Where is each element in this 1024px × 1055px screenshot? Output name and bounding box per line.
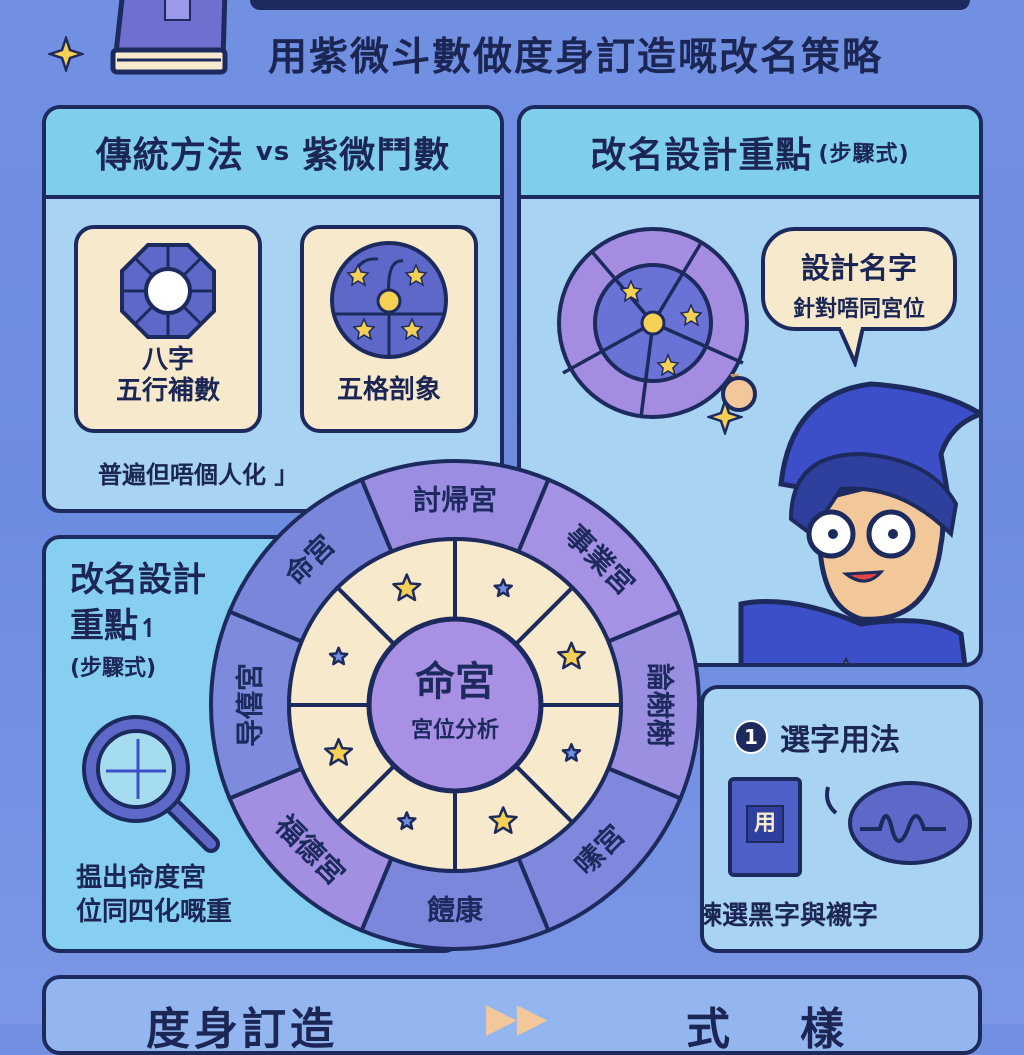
wheel-segment-label: 論榭榭 [644, 663, 677, 747]
zodiac-wheel-icon [557, 227, 749, 419]
book-glyph: 用 [746, 805, 784, 843]
footer-left-text: 度身訂造 [146, 1004, 338, 1055]
double-arrow-icon: ▶▶ [486, 995, 548, 1041]
wheel-segment-label: 討帰宮 [413, 484, 497, 517]
star-chart-icon [330, 241, 448, 359]
wheel-segment-label: 导僖宮 [234, 663, 267, 747]
desc-line1: 揾出命度宮 [76, 863, 207, 893]
star-icon [493, 578, 514, 598]
wheel-center-subtitle: 宮位分析 [411, 717, 499, 743]
footer-right-text: 式樣 [686, 1004, 914, 1055]
panel-steps: 1 選字用法 用 2 揀選黑字與襯字 [700, 685, 983, 953]
dictionary-icon: 用 [728, 777, 802, 877]
compare-footnote: 普遍但唔個人化 」 [98, 455, 298, 490]
bagua-icon [120, 243, 216, 339]
star-icon [392, 573, 422, 602]
step1-number: 1 [734, 720, 768, 754]
panel-design: 改名設計重點 (步驟式) 設計名字 針對唔同宮位 [517, 105, 983, 667]
book-icon [110, 0, 228, 75]
bazi-card: 八字 五行補數 [74, 225, 262, 433]
star-icon [561, 742, 582, 762]
wheel-center [366, 616, 544, 794]
ziwei-label: 紫微鬥數 [302, 135, 451, 176]
vs-label: vs [255, 137, 291, 167]
footnote-text: 普遍但唔個人化 [98, 461, 266, 489]
step2: 2 揀選黑字與襯字 [700, 895, 879, 932]
speech-bubble: 設計名字 針對唔同宮位 [761, 227, 957, 331]
wheel-segment-label: 饐康 [427, 894, 484, 927]
left-title-line1: 改名設計 [70, 560, 206, 600]
step1: 1 選字用法 [734, 715, 900, 759]
magnifier-icon [82, 715, 220, 853]
left-title-mark: ↿ [138, 614, 160, 644]
top-banner-edge [250, 0, 970, 10]
left-title: 改名設計 重點↿ (步驟式) [70, 557, 206, 686]
left-description: 揾出命度宮 位同四化嘅重 [76, 861, 232, 929]
step2-label: 揀選黑字與襯字 [700, 901, 879, 931]
wuge-card: 五格剖象 [300, 225, 478, 433]
panel-compare: 傳統方法 vs 紫微鬥數 八字 五行補數 五格剖象 普遍但唔個人化 」 [42, 105, 504, 513]
star-icon [488, 806, 518, 834]
star-icon [556, 641, 586, 670]
bubble-line2: 針對唔同宮位 [792, 297, 925, 322]
sparkle-icon [48, 36, 84, 72]
panel-compare-header: 傳統方法 vs 紫微鬥數 [46, 109, 500, 199]
panel-design-header: 改名設計重點 (步驟式) [521, 109, 979, 199]
page-title: 用紫微斗數做度身訂造嘅改名策略 [268, 35, 884, 80]
wuxing-label: 五行補數 [115, 376, 220, 406]
bazi-label: 八字 [141, 345, 194, 375]
design-subtitle: (步驟式) [818, 142, 910, 167]
wizard-character [721, 374, 979, 663]
star-icon [328, 646, 349, 666]
left-title-line2: 重點 [70, 606, 138, 646]
star-icon [324, 737, 354, 766]
bubble-line1: 設計名字 [800, 251, 917, 285]
star-icon [396, 811, 417, 830]
wuge-label: 五格剖象 [336, 375, 441, 405]
traditional-label: 傳統方法 [95, 135, 244, 176]
sound-wave-bubble-icon [825, 781, 972, 865]
bubble-tail [837, 327, 866, 367]
footnote-mark: 」 [274, 461, 299, 489]
left-subtitle: (步驟式) [70, 656, 157, 681]
footer-banner: 度身訂造 ▶▶ 式樣 [42, 975, 982, 1055]
sparkle-icon [707, 399, 743, 435]
wheel-center-title: 命宮 [415, 659, 495, 705]
design-title: 改名設計重點 [590, 135, 813, 176]
step1-label: 選字用法 [780, 723, 900, 758]
desc-line2: 位同四化嘅重 [76, 897, 233, 927]
